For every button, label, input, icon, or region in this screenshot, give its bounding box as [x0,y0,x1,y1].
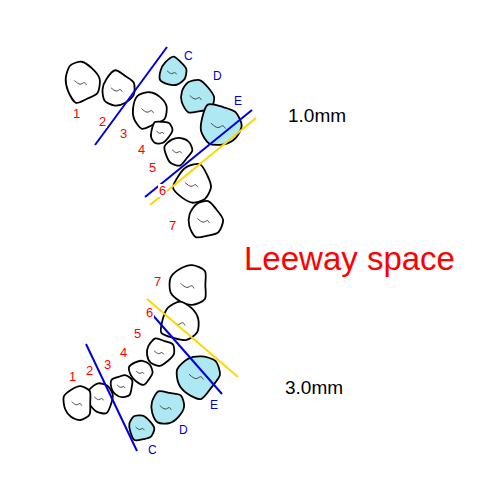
tooth-letter: C [147,444,158,456]
primary-tooth-outline [129,415,154,440]
tooth-crease [157,131,164,134]
tooth-crease [74,80,86,85]
callout-number: 5 [133,327,142,340]
tooth-crease [111,88,123,92]
tooth-crease [197,218,209,223]
tooth-crease [167,71,176,75]
tooth-crease [180,283,194,288]
callout-number: 6 [158,184,167,197]
tooth-crease [189,374,203,379]
tooth-crease [154,351,163,355]
arch-boundary-line [86,344,137,451]
callout-number: 7 [153,275,162,288]
title: Leeway space [243,242,456,275]
boundary-lines [86,47,256,451]
tooth-crease [141,108,153,113]
primary-tooth-outline [177,356,220,399]
arch-boundary-line [145,110,252,197]
tooth-letter: E [209,399,219,411]
tooth-letter: C [183,50,194,62]
callout-number: 4 [119,346,128,359]
arch-boundary-line [95,47,167,145]
callout-number: 3 [103,358,112,371]
callout-number: 7 [168,219,177,232]
teeth [63,57,241,441]
tooth-outline [66,62,100,103]
callout-number: 3 [119,127,128,140]
dimension-label: 3.0mm [284,378,344,397]
tooth-outline [63,386,90,420]
tooth-crease [136,371,144,374]
permanent-boundary-line [147,299,238,377]
tooth-crease [94,397,103,401]
tooth-crease [117,385,125,388]
tooth-crease [190,96,202,100]
tooth-outline [103,70,135,105]
dimension-label: 1.0mm [287,106,347,125]
tooth-outline [147,338,174,366]
tooth-crease [160,406,172,410]
tooth-letter: E [233,95,243,107]
callout-number: 1 [72,107,81,120]
tooth-crease [172,150,181,154]
tooth-outline [170,265,206,305]
tooth-crease [72,402,82,406]
primary-tooth-outline [151,391,184,424]
tooth-outline [111,375,133,397]
tooth-crease [211,123,225,128]
callout-number: 2 [85,364,94,377]
tooth-outline [189,201,223,238]
callout-number: 6 [145,306,154,319]
tooth-crease [136,427,145,430]
callout-number: 2 [98,115,107,128]
permanent-boundary-line [150,118,256,205]
tooth-crease [185,182,198,187]
callout-number: 1 [68,370,77,383]
tooth-outline [161,302,199,341]
tooth-letter: D [178,424,189,436]
callout-number: 4 [137,143,146,156]
tooth-letter: D [212,70,223,82]
callout-number: 5 [148,161,157,174]
